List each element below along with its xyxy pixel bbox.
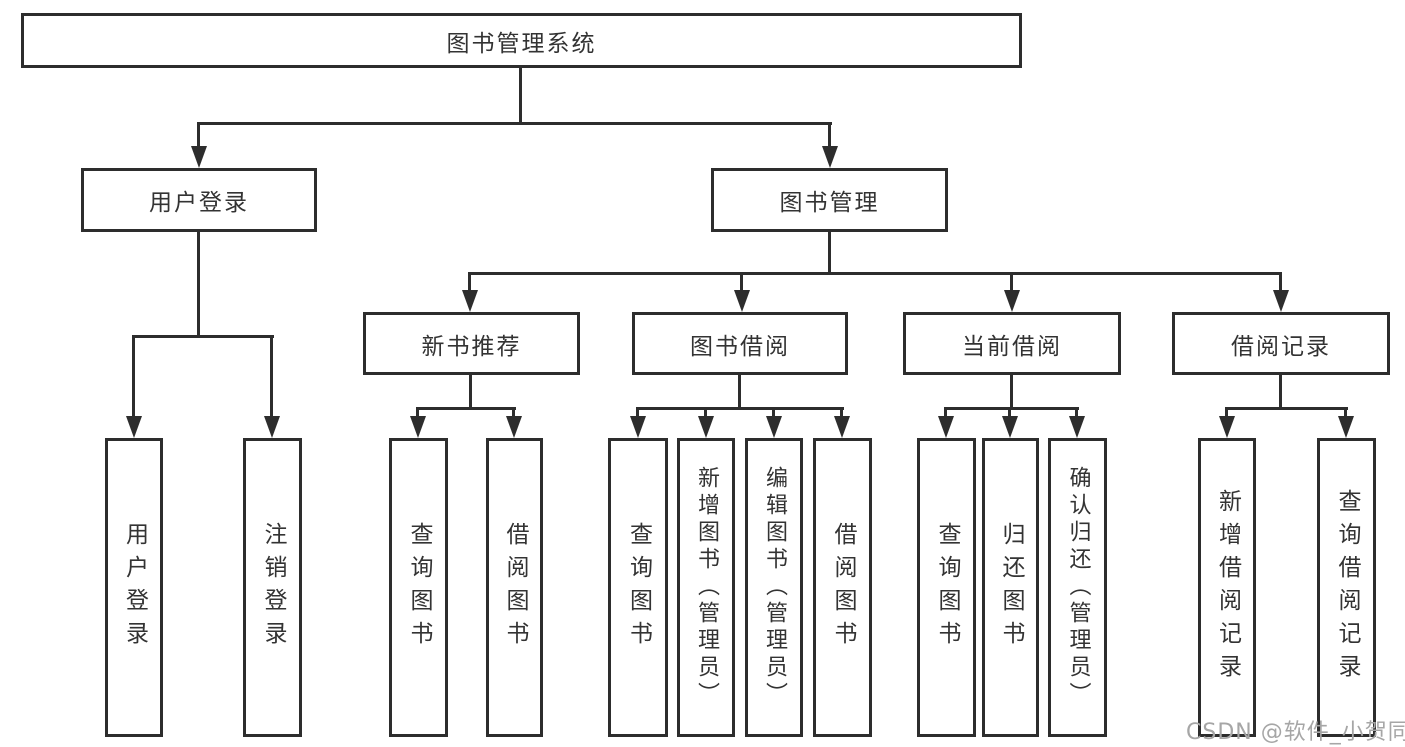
- arrow-down-icon: [1069, 407, 1085, 438]
- leaf-borrow-books-recommend-label: 借阅图书: [502, 521, 528, 654]
- leaf-logout-label: 注销登录: [260, 521, 286, 654]
- connector-line: [197, 122, 832, 125]
- leaf-add-books-admin-label: 新增图书（管理员）: [694, 466, 719, 709]
- leaf-confirm-return-admin: 确认归还（管理员）: [1048, 438, 1107, 737]
- node-user-login-branch-label: 用户登录: [149, 190, 249, 216]
- leaf-return-books: 归还图书: [982, 438, 1039, 737]
- connector-line: [738, 375, 741, 407]
- arrow-down-icon: [1338, 407, 1354, 438]
- arrow-down-icon: [698, 407, 714, 438]
- node-root: 图书管理系统: [21, 13, 1022, 68]
- leaf-borrow-books-borrowing-label: 借阅图书: [830, 521, 856, 654]
- leaf-query-books-borrowing: 查询图书: [608, 438, 668, 737]
- leaf-confirm-return-admin-label: 确认归还（管理员）: [1065, 466, 1091, 709]
- node-current-borrowing-label: 当前借阅: [962, 333, 1062, 360]
- node-book-management-label: 图书管理: [779, 190, 880, 216]
- arrow-down-icon: [734, 272, 750, 312]
- leaf-borrow-books-recommend: 借阅图书: [486, 438, 543, 737]
- connector-line: [1010, 375, 1013, 407]
- leaf-edit-books-admin: 编辑图书（管理员）: [745, 438, 803, 737]
- connector-line: [132, 335, 274, 338]
- connector-line: [469, 375, 472, 407]
- leaf-query-books-current-label: 查询图书: [934, 521, 960, 654]
- arrow-down-icon: [766, 407, 782, 438]
- arrow-down-icon: [410, 407, 426, 438]
- arrow-down-icon: [1002, 407, 1018, 438]
- arrow-down-icon: [1273, 272, 1289, 312]
- leaf-edit-books-admin-label: 编辑图书（管理员）: [762, 466, 787, 709]
- connector-line: [944, 407, 1079, 410]
- arrow-down-icon: [126, 335, 142, 438]
- arrow-down-icon: [264, 335, 280, 438]
- node-new-book-recommendation-label: 新书推荐: [421, 333, 522, 360]
- node-borrowing-records-label: 借阅记录: [1231, 333, 1331, 360]
- leaf-query-borrow-record-label: 查询借阅记录: [1334, 488, 1360, 687]
- arrow-down-icon: [630, 407, 646, 438]
- arrow-down-icon: [822, 122, 838, 168]
- connector-line: [636, 407, 844, 410]
- leaf-add-books-admin: 新增图书（管理员）: [677, 438, 735, 737]
- arrow-down-icon: [1004, 272, 1020, 312]
- connector-line: [1225, 407, 1348, 410]
- connector-line: [197, 232, 200, 335]
- connector-line: [828, 232, 831, 272]
- leaf-user-login-label: 用户登录: [121, 521, 148, 654]
- leaf-return-books-label: 归还图书: [998, 521, 1024, 654]
- connector-line: [468, 272, 1282, 275]
- connector-line: [519, 68, 522, 122]
- connector-line: [1279, 375, 1282, 407]
- leaf-query-books-recommend-label: 查询图书: [406, 521, 432, 654]
- node-new-book-recommendation: 新书推荐: [363, 312, 580, 375]
- node-book-borrowing: 图书借阅: [632, 312, 848, 375]
- leaf-query-books-current: 查询图书: [917, 438, 976, 737]
- leaf-user-login: 用户登录: [105, 438, 163, 737]
- leaf-logout: 注销登录: [243, 438, 302, 737]
- arrow-down-icon: [191, 122, 207, 168]
- leaf-borrow-books-borrowing: 借阅图书: [813, 438, 872, 737]
- leaf-query-books-recommend: 查询图书: [389, 438, 448, 737]
- connector-line: [416, 407, 516, 410]
- arrow-down-icon: [506, 407, 522, 438]
- node-current-borrowing: 当前借阅: [903, 312, 1121, 375]
- node-book-borrowing-label: 图书借阅: [690, 333, 790, 360]
- node-book-management: 图书管理: [711, 168, 948, 232]
- arrow-down-icon: [938, 407, 954, 438]
- watermark: CSDN @软件_小贺同学: [1186, 720, 1405, 745]
- leaf-add-borrow-record: 新增借阅记录: [1198, 438, 1256, 737]
- node-borrowing-records: 借阅记录: [1172, 312, 1390, 375]
- leaf-query-borrow-record: 查询借阅记录: [1317, 438, 1376, 737]
- arrow-down-icon: [462, 272, 478, 312]
- arrow-down-icon: [834, 407, 850, 438]
- leaf-query-books-borrowing-label: 查询图书: [625, 521, 652, 654]
- leaf-add-borrow-record-label: 新增借阅记录: [1214, 488, 1241, 687]
- node-user-login-branch: 用户登录: [81, 168, 317, 232]
- node-root-label: 图书管理系统: [446, 30, 597, 57]
- arrow-down-icon: [1219, 407, 1235, 438]
